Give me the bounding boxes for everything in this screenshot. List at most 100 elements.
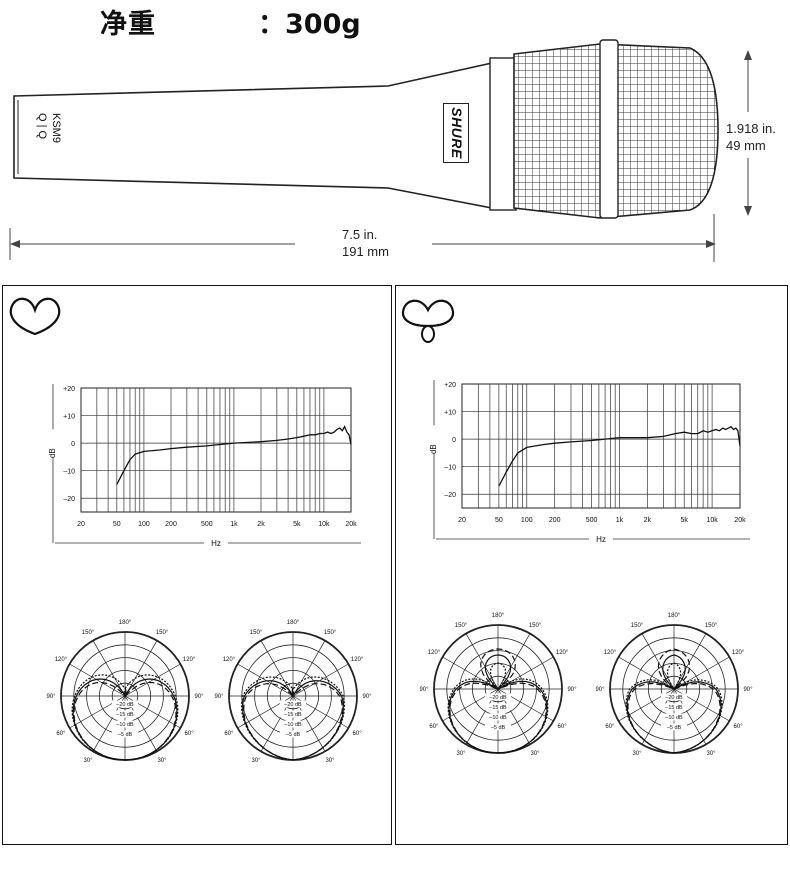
y-tick-label: –10 (444, 465, 456, 472)
polar-angle-label: 60° (353, 731, 363, 737)
polar-angle-label: 30° (251, 758, 261, 764)
polar-ring-label: –15 dB (665, 705, 683, 711)
shure-logo: SHURE (449, 107, 465, 159)
ring-label-bg (112, 700, 138, 708)
polar-spoke (292, 663, 349, 697)
y-axis-label: dB (48, 448, 57, 458)
polar-ring-label: –20 dB (665, 695, 683, 701)
x-tick-label: 500 (586, 517, 598, 524)
polar-angle-label: 90° (194, 694, 204, 700)
x-tick-label: 2k (257, 521, 265, 528)
polar-angle-label: 120° (55, 657, 68, 663)
y-tick-label: +10 (444, 410, 456, 417)
polar-angle-label: 90° (419, 687, 429, 693)
polar-ring-label: –15 dB (284, 712, 302, 718)
polar-angle-label: 150° (705, 623, 718, 629)
ring-label-bg (112, 710, 138, 718)
x-tick-label: 1k (230, 521, 238, 528)
polar-angle-label: 30° (706, 751, 716, 757)
x-tick-label: 5k (681, 517, 689, 524)
polar-pattern-curve (243, 683, 343, 761)
model-name: KSM9 (50, 113, 62, 143)
ring-label-bg (661, 723, 687, 731)
y-tick-label: +10 (63, 414, 75, 421)
polar-angle-label: 120° (351, 657, 364, 663)
polar-spoke (237, 663, 294, 697)
polar-angle-label: 180° (287, 620, 300, 626)
polar-angle-label: 150° (631, 623, 644, 629)
polar-pattern-plot: 180°150°150°120°120°90°90°60°60°30°30°–2… (419, 613, 577, 757)
polar-angle-label: 60° (56, 731, 66, 737)
y-axis-label: dB (429, 444, 438, 454)
plot-frame (80, 387, 352, 513)
x-tick-label: 200 (165, 521, 177, 528)
supercardioid-pattern-icon (401, 299, 455, 343)
polar-ring-label: –15 dB (489, 705, 507, 711)
polar-ring-label: –5 dB (667, 725, 682, 731)
microphone-dimension-drawing: 净重 ：300g SHURE KSM9 Q | Q (0, 0, 790, 270)
y-tick-label: –10 (63, 469, 75, 476)
response-curve (116, 425, 352, 485)
x-tick-label: 10k (706, 517, 718, 524)
polar-angle-label: 90° (595, 687, 605, 693)
x-tick-label: 500 (201, 521, 213, 528)
polar-spoke (260, 640, 294, 697)
polar-spoke (465, 633, 499, 690)
ring-label-bg (661, 703, 687, 711)
ring-label-bg (485, 713, 511, 721)
polar-pattern-plot: 180°150°150°120°120°90°90°60°60°30°30°–2… (46, 620, 204, 764)
polar-ring-label: –10 dB (116, 722, 134, 728)
polar-ring-label: –10 dB (284, 722, 302, 728)
polar-pattern-curve (240, 676, 346, 761)
y-tick-label: –20 (63, 496, 75, 503)
length-mm: 191 mm (342, 244, 389, 259)
ring-label-bg (661, 693, 687, 701)
y-tick-label: +20 (63, 386, 75, 393)
polar-angle-label: 60° (558, 724, 568, 730)
polar-pattern-curve (625, 662, 723, 754)
ring-label-bg (112, 730, 138, 738)
polar-pattern-plot: 180°150°150°120°120°90°90°60°60°30°30°–2… (214, 620, 372, 764)
ring-label-bg (112, 720, 138, 728)
y-tick-label: 0 (452, 437, 456, 444)
polar-angle-label: 180° (492, 613, 505, 619)
polar-angle-label: 60° (605, 724, 615, 730)
diameter-dimension: 1.918 in. 49 mm (726, 120, 776, 154)
polar-angle-label: 90° (362, 694, 372, 700)
polar-angle-label: 120° (223, 657, 236, 663)
net-weight-label: 净重 (100, 9, 156, 40)
polar-pattern-curve (73, 681, 177, 761)
polar-angle-label: 60° (734, 724, 744, 730)
polar-angle-label: 120° (183, 657, 196, 663)
shure-logo-plate (443, 103, 469, 163)
diameter-in: 1.918 in. (726, 121, 776, 136)
x-axis-label: Hz (596, 535, 606, 544)
diameter-mm: 49 mm (726, 138, 766, 153)
ring-label-bg (280, 700, 306, 708)
polar-pattern-curve (449, 648, 547, 754)
ring-label-bg (485, 693, 511, 701)
x-axis-label: Hz (211, 539, 221, 548)
x-tick-label: 200 (549, 517, 561, 524)
polar-angle-label: 120° (604, 650, 617, 656)
length-in: 7.5 in. (342, 227, 378, 242)
polar-angle-label: 90° (567, 687, 577, 693)
polar-pattern-curve (627, 648, 721, 754)
polar-angle-label: 60° (224, 731, 234, 737)
x-tick-label: 20k (345, 521, 357, 528)
polar-angle-label: 90° (214, 694, 224, 700)
polar-angle-label: 150° (324, 630, 337, 636)
polar-angle-label: 30° (157, 758, 167, 764)
polar-spoke (618, 656, 675, 690)
polar-spoke (292, 640, 326, 697)
polar-ring-label: –5 dB (286, 732, 301, 738)
response-curve (498, 425, 741, 487)
ring-label-bg (280, 710, 306, 718)
polar-angle-label: 150° (156, 630, 169, 636)
mic-handle (13, 62, 493, 209)
polar-angle-label: 120° (556, 650, 569, 656)
polar-spoke (124, 663, 181, 697)
x-tick-label: 20k (734, 517, 746, 524)
